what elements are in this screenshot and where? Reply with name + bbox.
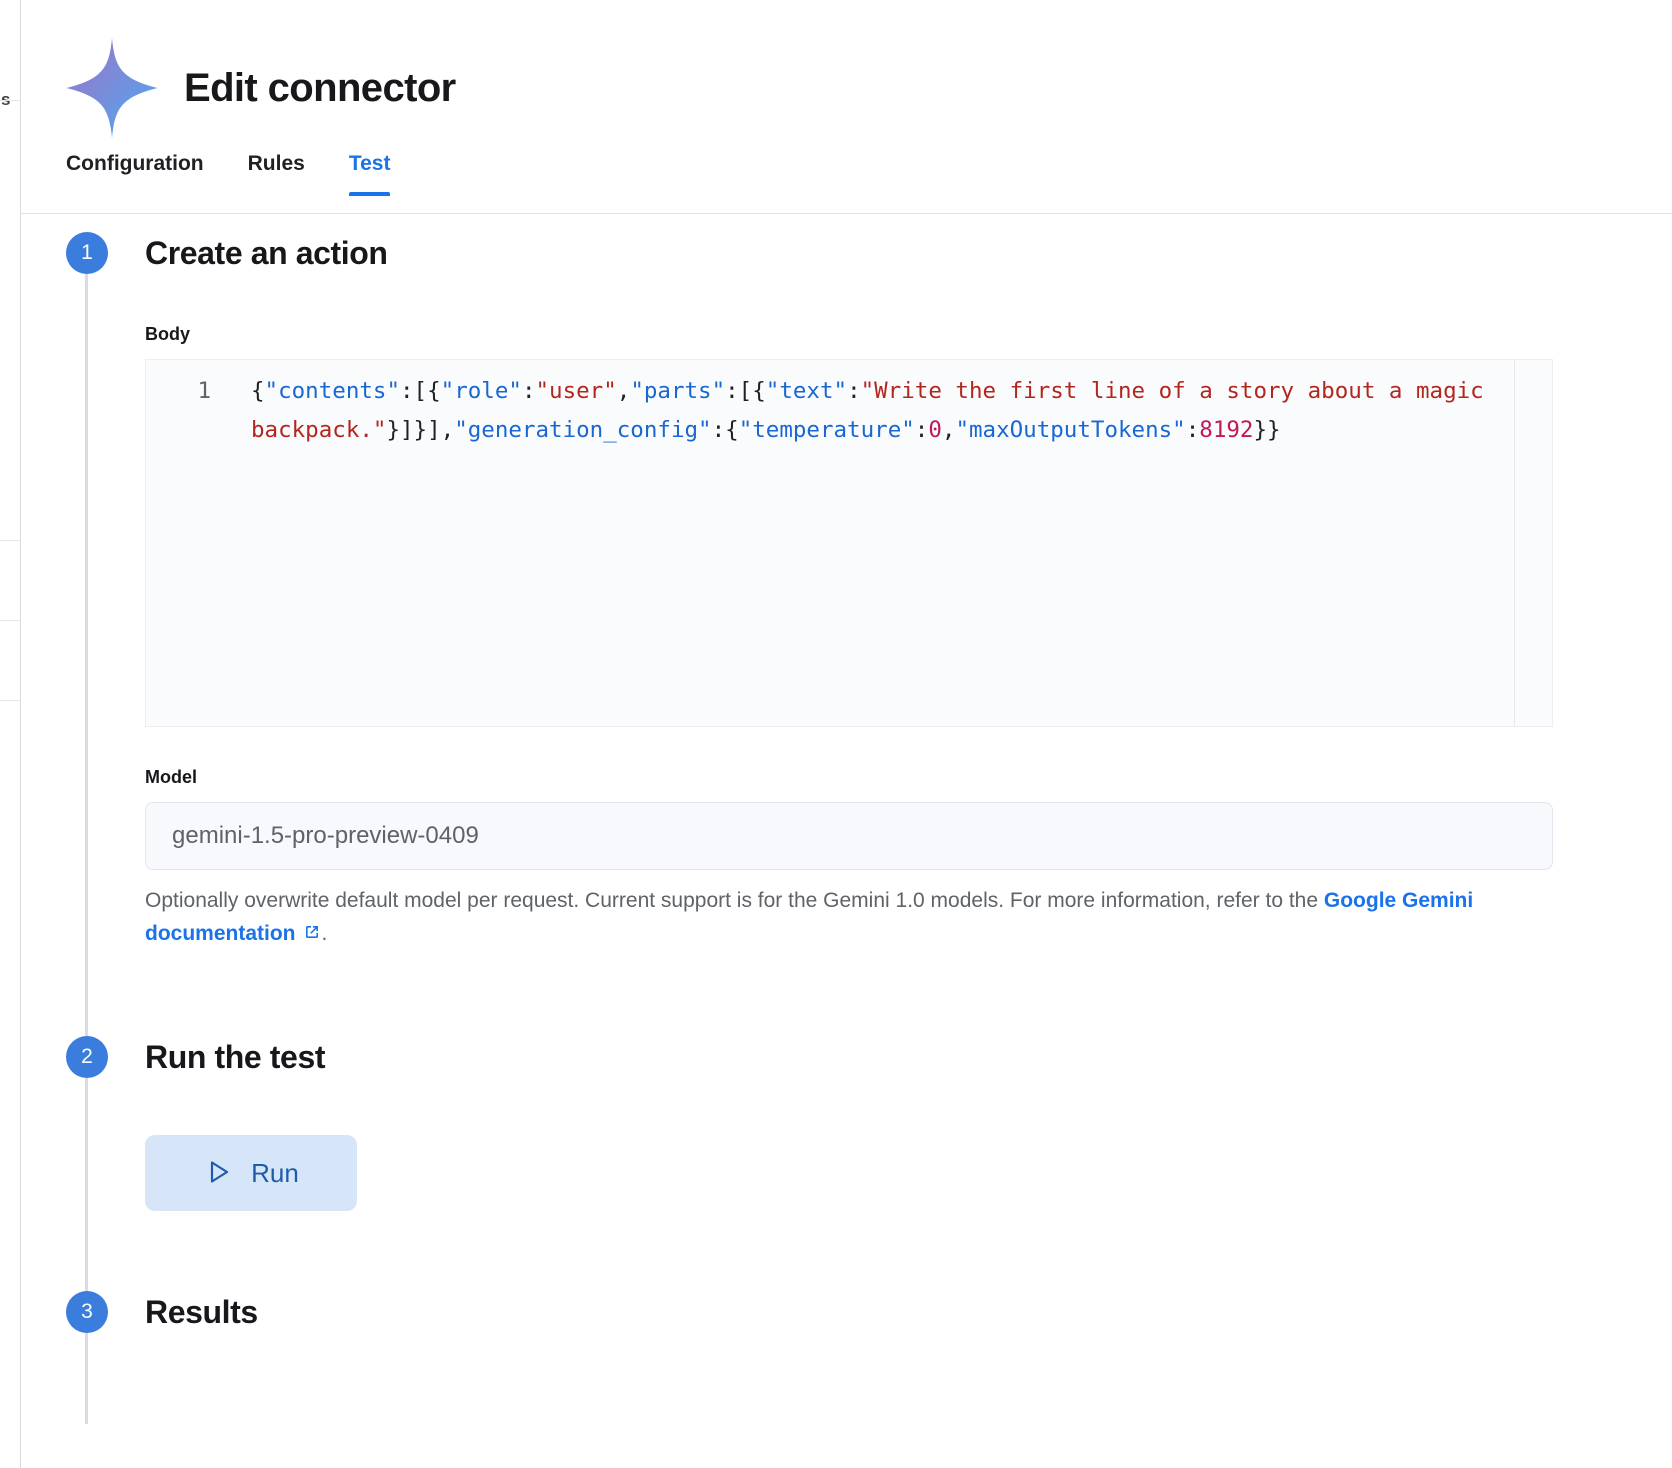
- page-title: Edit connector: [184, 65, 456, 110]
- code-token: }]}],: [386, 417, 455, 443]
- code-token: "generation_config": [454, 417, 712, 443]
- model-field-group: Model gemini-1.5-pro-preview-0409 Option…: [145, 767, 1553, 952]
- tab-bar-divider: [21, 213, 1672, 214]
- code-token: "Write the first line of a story about a…: [251, 378, 1498, 443]
- step-number-badge: 3: [66, 1291, 108, 1333]
- tab-bar: Configuration Rules Test: [66, 152, 413, 196]
- code-token: :: [847, 378, 861, 404]
- gemini-sparkle-icon: [66, 38, 158, 138]
- code-token: ,: [941, 417, 956, 443]
- step-number-badge: 1: [66, 232, 108, 274]
- model-help-text: Optionally overwrite default model per r…: [145, 884, 1545, 952]
- step-title: Results: [145, 1294, 258, 1330]
- panel-header-row: Edit connector: [66, 38, 456, 138]
- code-token: :{: [711, 417, 739, 443]
- run-button[interactable]: Run: [145, 1135, 357, 1211]
- code-token: :: [521, 378, 536, 404]
- panel-header: Edit connector Configuration Rules Test: [21, 0, 1672, 215]
- background-divider: [0, 620, 20, 621]
- code-token: :[{: [400, 378, 441, 404]
- code-token: ,: [616, 378, 631, 404]
- code-token: :[{: [725, 378, 766, 404]
- model-field-label: Model: [145, 767, 197, 787]
- code-token: "parts": [630, 378, 726, 404]
- code-token: :: [914, 417, 929, 443]
- external-link-icon: [302, 919, 322, 952]
- code-token: "text": [765, 378, 848, 404]
- background-divider: [0, 700, 20, 701]
- model-input[interactable]: gemini-1.5-pro-preview-0409: [145, 802, 1553, 870]
- tab-configuration[interactable]: Configuration: [66, 152, 204, 175]
- code-token: {: [251, 378, 265, 404]
- code-token: "contents": [264, 378, 401, 404]
- background-page-letter: s: [1, 90, 10, 110]
- step-title: Run the test: [145, 1039, 326, 1075]
- body-field-label: Body: [145, 324, 190, 344]
- step-2-content: Run: [145, 1135, 357, 1211]
- link-label: Google Gemini documentation: [145, 889, 1474, 945]
- google-gemini-documentation-link[interactable]: Google Gemini documentation: [145, 889, 1473, 945]
- code-token: 0: [928, 417, 942, 443]
- code-token: "user": [535, 378, 617, 404]
- code-text: {"contents":[{"role":"user","parts":[{"t…: [251, 372, 1506, 450]
- body-code-editor[interactable]: 1{"contents":[{"role":"user","parts":[{"…: [145, 359, 1553, 727]
- run-button-label: Run: [251, 1157, 299, 1188]
- background-divider: [0, 100, 20, 101]
- code-line-number: 1: [197, 378, 211, 404]
- code-content[interactable]: 1{"contents":[{"role":"user","parts":[{"…: [146, 372, 1514, 450]
- editor-minimap-divider: [1514, 360, 1515, 726]
- test-stepper: 1 Create an action Body 1{"contents":[{"…: [21, 216, 1672, 1468]
- code-token: 8192: [1199, 417, 1254, 443]
- stepper-rail: [85, 274, 88, 1424]
- code-token: }}: [1253, 417, 1281, 443]
- edit-connector-panel: Edit connector Configuration Rules Test …: [20, 0, 1672, 1468]
- model-help-prefix: Optionally overwrite default model per r…: [145, 889, 1324, 912]
- step-number-badge: 2: [66, 1036, 108, 1078]
- step-title: Create an action: [145, 235, 388, 271]
- play-triangle-icon: [203, 1157, 233, 1190]
- code-token: "role": [440, 378, 522, 404]
- model-help-suffix: .: [321, 922, 328, 945]
- step-1-content: Body 1{"contents":[{"role":"user","parts…: [145, 324, 1553, 952]
- tab-test[interactable]: Test: [327, 152, 413, 196]
- background-divider: [0, 540, 20, 541]
- tab-rules[interactable]: Rules: [247, 152, 305, 175]
- code-token: :: [1185, 417, 1200, 443]
- background-page-sliver: s: [0, 0, 20, 1468]
- code-token: "temperature": [738, 417, 915, 443]
- code-token: "maxOutputTokens": [955, 417, 1186, 443]
